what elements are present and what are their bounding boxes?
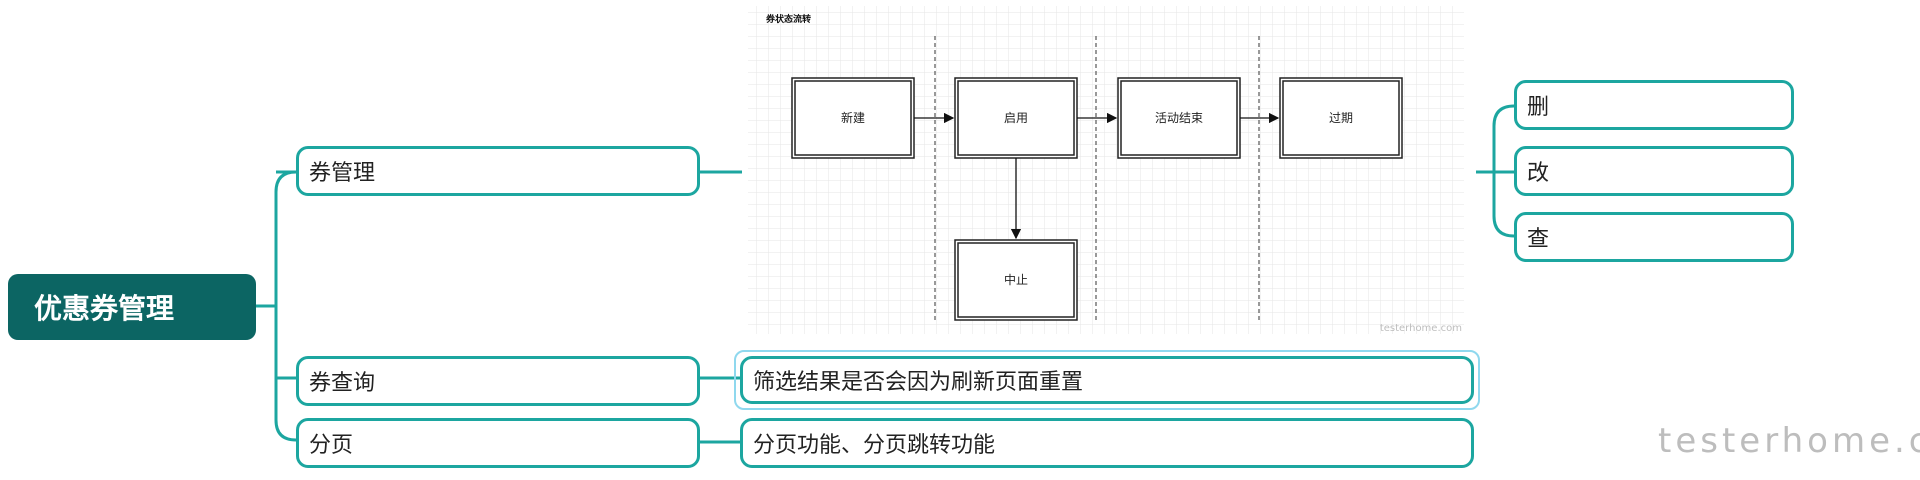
state-label-expired: 过期 <box>1329 111 1353 125</box>
branch-label: 券管理 <box>309 161 376 186</box>
state-box-activity-ended <box>1117 77 1241 159</box>
child-label: 筛选结果是否会因为刷新页面重置 <box>753 370 1084 395</box>
diagram-watermark: testerhome.com <box>1380 323 1462 334</box>
state-label-suspended: 中止 <box>1004 272 1028 287</box>
query-child-node[interactable]: 筛选结果是否会因为刷新页面重置 <box>740 356 1474 404</box>
child-label: 查 <box>1527 227 1550 252</box>
diagram-grid <box>748 6 1464 334</box>
state-box-suspended <box>954 239 1078 321</box>
branch-coupon-query[interactable]: 券查询 <box>296 356 700 406</box>
root-label: 优惠券管理 <box>34 292 175 325</box>
child-view[interactable]: 查 <box>1514 212 1794 262</box>
branch-label: 分页 <box>309 433 354 458</box>
child-delete[interactable]: 删 <box>1514 80 1794 130</box>
child-label: 改 <box>1527 161 1550 186</box>
state-label-new: 新建 <box>841 110 865 125</box>
flow-diagram-title: 券状态流转 <box>765 13 811 25</box>
state-label-activity-ended: 活动结束 <box>1155 111 1203 125</box>
pagination-child-node[interactable]: 分页功能、分页跳转功能 <box>740 418 1474 468</box>
child-label: 分页功能、分页跳转功能 <box>753 433 996 458</box>
child-edit[interactable]: 改 <box>1514 146 1794 196</box>
branch-pagination[interactable]: 分页 <box>296 418 700 468</box>
branch-spine <box>274 170 297 442</box>
branch-label: 券查询 <box>309 371 376 396</box>
branch-coupon-management[interactable]: 券管理 <box>296 146 700 196</box>
state-label-enabled: 启用 <box>1004 111 1028 125</box>
child-label: 删 <box>1527 95 1550 120</box>
root-node[interactable]: 优惠券管理 <box>8 274 256 340</box>
state-box-expired <box>1279 77 1403 159</box>
selection-highlight <box>734 350 1480 410</box>
